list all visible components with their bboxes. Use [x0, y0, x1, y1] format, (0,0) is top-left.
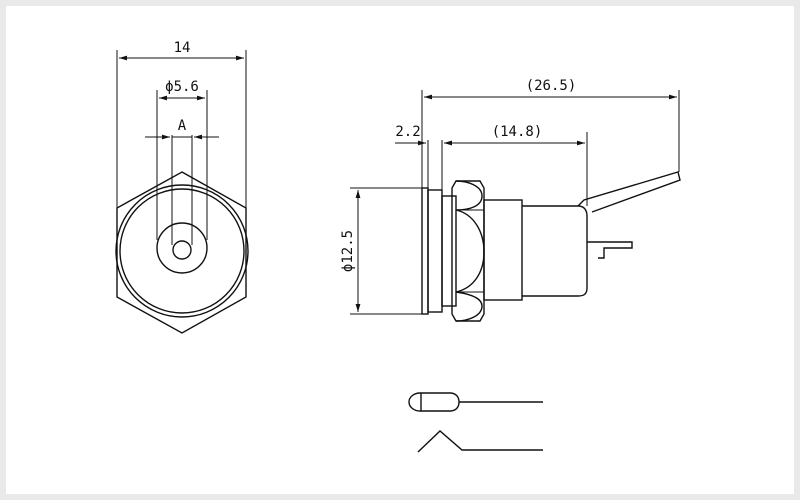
drawing-frame: [6, 6, 794, 494]
switch-contact-symbol-icon: [417, 430, 543, 453]
front-flange: [421, 187, 429, 315]
body-length-label: (14.8): [492, 124, 543, 140]
rear-housing: [522, 205, 588, 297]
bore-label: ϕ5.6: [165, 79, 199, 95]
outer-circle: [115, 184, 249, 318]
hex-nut-outline: [116, 171, 247, 334]
lock-washer: [483, 199, 523, 301]
pin-label: A: [178, 118, 187, 134]
front-view: 14 ϕ5.6 A: [115, 40, 249, 334]
diameter-label: ϕ12.5: [340, 230, 356, 272]
overall-length-label: (26.5): [526, 78, 577, 94]
flange-label: 2.2: [395, 124, 420, 140]
threaded-body: [441, 195, 457, 307]
flange-circle: [119, 188, 245, 314]
socket-bore: [156, 222, 208, 274]
bottom-terminal: [587, 241, 633, 259]
top-terminal: [577, 171, 681, 213]
plug-symbol-icon: [408, 392, 543, 412]
hex-nut-side: [451, 180, 485, 322]
center-pin: [172, 240, 192, 260]
side-view: (26.5) 2.2 (14.8) ϕ12.5: [340, 78, 681, 322]
width-label: 14: [174, 40, 191, 56]
